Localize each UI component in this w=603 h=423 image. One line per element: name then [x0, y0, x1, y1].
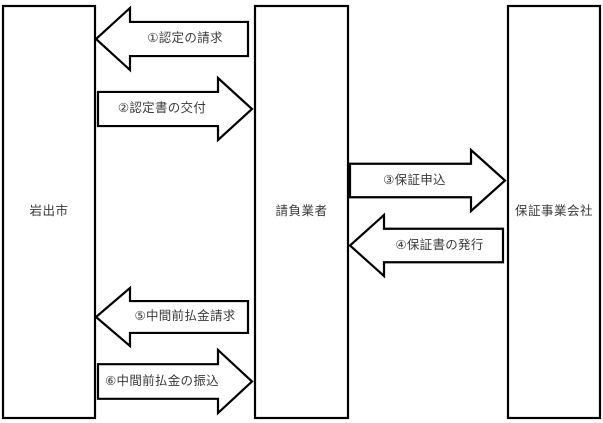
arrow-label-step-1: ①認定の請求 — [147, 31, 223, 45]
arrow-step-1 — [94, 5, 250, 73]
arrow-step-4 — [348, 212, 505, 279]
actor-label-city: 岩出市 — [29, 204, 69, 218]
arrow-step-2 — [96, 75, 254, 143]
arrow-label-step-6: ⑥中間前払金の振込 — [105, 373, 219, 388]
actor-box-contractor — [253, 4, 350, 420]
actor-label-guarantor: 保証事業会社 — [514, 204, 593, 218]
arrow-label-step-2: ②認定書の交付 — [117, 101, 207, 115]
arrow-step-3 — [348, 147, 507, 214]
arrow-label-step-5: ⑤中間前払金請求 — [134, 309, 236, 323]
arrow-label-step-3: ③保証申込 — [383, 172, 446, 187]
arrow-label-step-4: ④保証書の発行 — [395, 237, 484, 252]
arrow-step-5 — [94, 285, 250, 349]
actor-label-contractor: 請負業者 — [275, 204, 328, 218]
arrow-step-6 — [96, 347, 254, 416]
actor-box-city — [1, 4, 97, 420]
actor-box-guarantor — [506, 4, 602, 420]
